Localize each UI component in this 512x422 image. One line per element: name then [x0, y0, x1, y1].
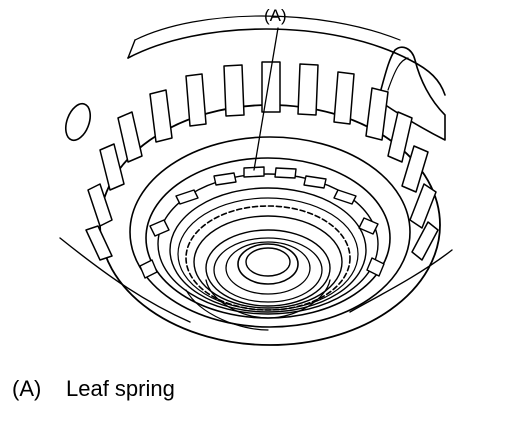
housing-top-rim-inner	[127, 39, 136, 59]
legend-text: Leaf spring	[66, 376, 175, 401]
drum-inner-rim	[129, 136, 411, 328]
hub-ring-2	[213, 237, 323, 303]
callout-leader-line	[253, 27, 279, 171]
snap-ring-outer	[169, 187, 367, 313]
drum-splines	[85, 61, 439, 261]
tool-outline	[377, 46, 446, 141]
callout-label-a: (A)	[264, 6, 287, 25]
legend-key: (A)	[12, 376, 42, 401]
hub-bore-inner	[245, 247, 291, 277]
hub-bore-outer	[237, 243, 299, 285]
hub-gear-inner	[193, 215, 343, 309]
hub-ring-1	[205, 229, 331, 307]
housing-top-rim	[127, 28, 446, 96]
housing-right-edge	[349, 249, 453, 313]
snap-ring-inner	[177, 197, 359, 311]
hub-ring-3	[225, 241, 311, 295]
leaf-spring-tabs	[139, 166, 385, 279]
clutch-plate-inner	[157, 173, 379, 315]
hub-gear-outer	[185, 205, 351, 311]
legend: (A) Leaf spring	[12, 376, 175, 402]
oil-hole	[64, 102, 92, 142]
